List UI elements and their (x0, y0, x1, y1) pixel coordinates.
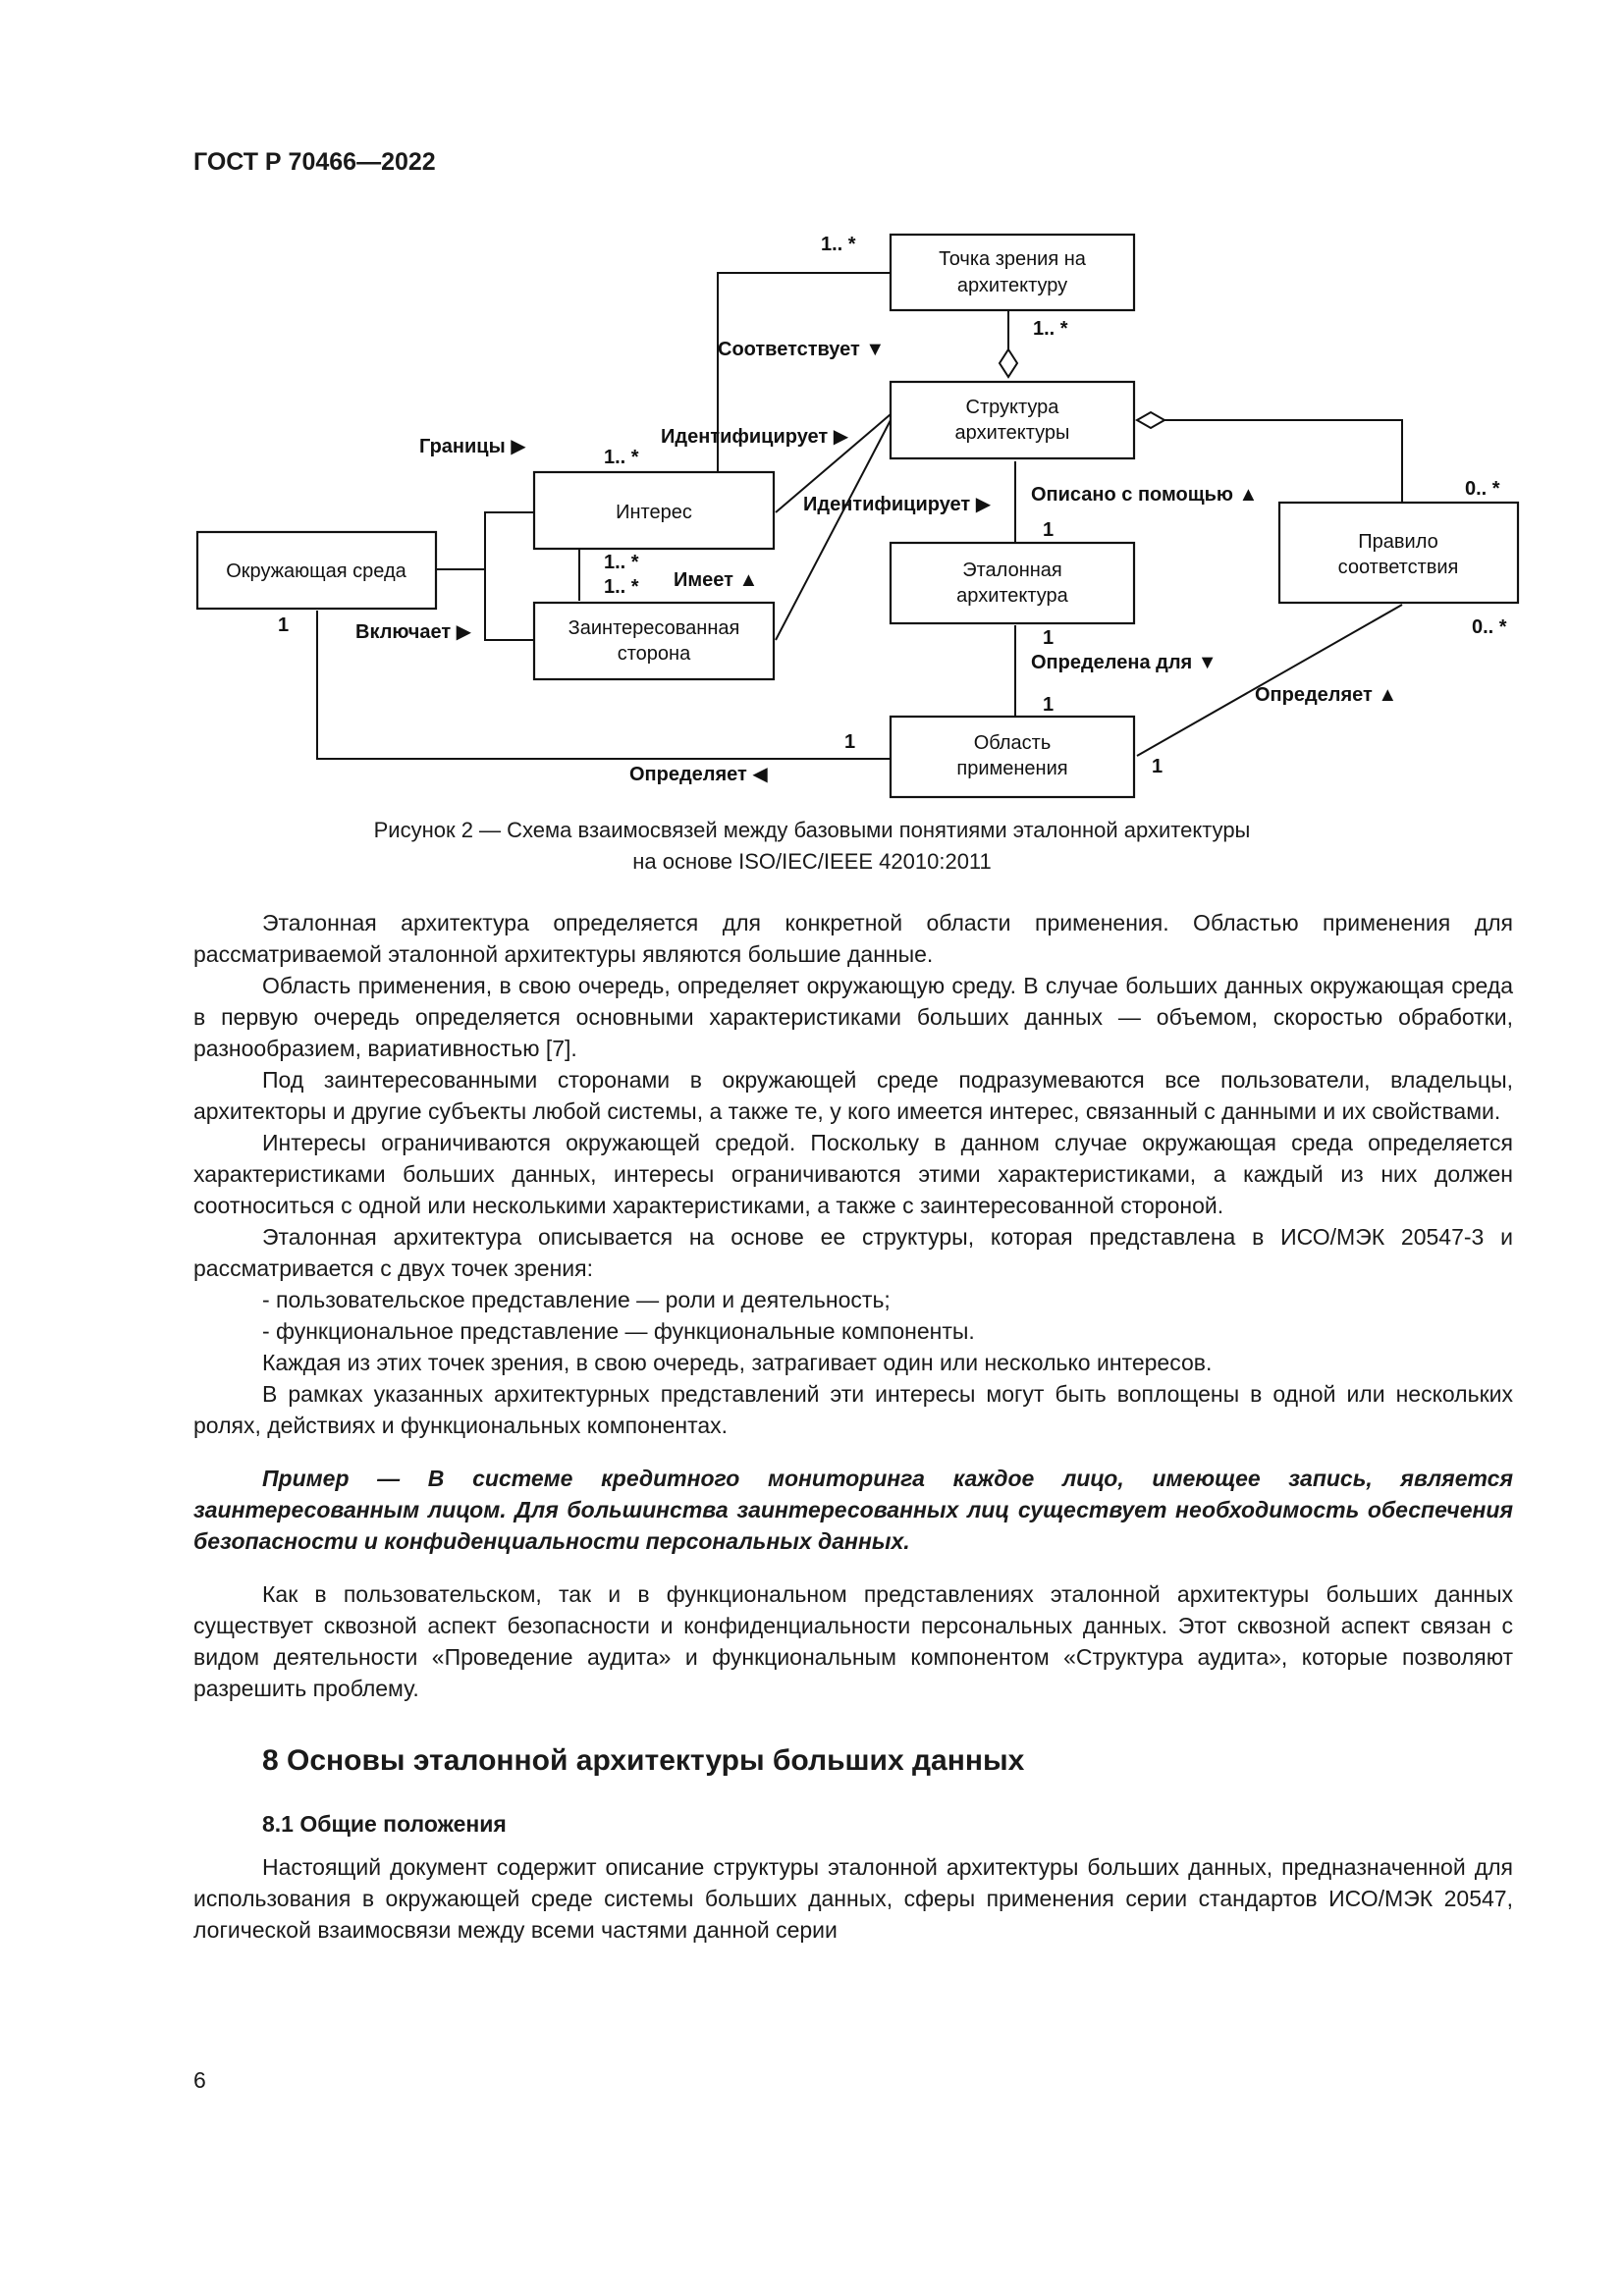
box-scope-line-2: применения (956, 758, 1067, 779)
box-stakeholder: Заинтересованная сторона (532, 601, 776, 681)
mult-viewpoint-left: 1.. * (821, 234, 856, 255)
box-viewpoint-line-2: архитектуру (957, 275, 1067, 296)
paragraph: Эталонная архитектура описывается на осн… (193, 1224, 1513, 1281)
mult-scope-left: 1 (844, 731, 855, 753)
mult-concern-bottom: 1.. * (604, 552, 639, 573)
box-structure-line-2: архитектуры (955, 422, 1070, 444)
box-compliance-rule: Правило соответствия (1277, 501, 1520, 605)
paragraph: Каждая из этих точек зрения, в свою очер… (262, 1350, 1213, 1375)
box-structure: Структура архитектуры (889, 380, 1136, 460)
section-heading: 8 Основы эталонной архитектуры больших д… (262, 1744, 1025, 1777)
example-note: Пример — В системе кредитного мониторинг… (193, 1466, 1513, 1554)
figure-caption-line-1: Рисунок 2 — Схема взаимосвязей между баз… (373, 818, 1251, 842)
mult-concern-top: 1.. * (604, 447, 639, 468)
figure-caption: Рисунок 2 — Схема взаимосвязей между баз… (275, 815, 1349, 878)
box-viewpoint: Точка зрения на архитектуру (889, 233, 1136, 312)
paragraph: Под заинтересованными сторонами в окружа… (193, 1067, 1513, 1124)
label-identifies-2: Идентифицирует ▶ (803, 494, 992, 515)
box-reference-line-2: архитектура (956, 585, 1069, 607)
paragraph: В рамках указанных архитектурных предста… (193, 1381, 1513, 1438)
aggregation-diamond-icon (998, 347, 1019, 379)
paragraph: Эталонная архитектура определяется для к… (193, 910, 1513, 967)
figure-caption-line-2: на основе ISO/IEC/IEEE 42010:2011 (632, 849, 992, 874)
box-environment-line-1: Окружающая среда (226, 561, 406, 582)
box-rule-line-1: Правило (1358, 531, 1437, 553)
mult-rule-bottom: 0.. * (1472, 616, 1507, 638)
box-rule-line-2: соответствия (1338, 557, 1459, 578)
box-scope: Область применения (889, 715, 1136, 799)
paragraph: Область применения, в свою очередь, опре… (193, 973, 1513, 1061)
box-environment: Окружающая среда (195, 530, 438, 611)
paragraph: Как в пользовательском, так и в функцион… (193, 1581, 1513, 1701)
label-described: Описано с помощью ▲ (1031, 484, 1258, 506)
mult-structure-bottom: 1 (1043, 519, 1054, 541)
paragraph: Интересы ограничиваются окружающей средо… (193, 1130, 1513, 1218)
label-corresponds: Соответствует ▼ (718, 339, 885, 360)
label-defined-for: Определена для ▼ (1031, 652, 1218, 673)
box-stakeholder-line-2: сторона (618, 643, 691, 665)
box-structure-line-1: Структура (966, 397, 1060, 418)
relationship-diagram: Точка зрения на архитектуру Структура ар… (195, 233, 1520, 799)
mult-stakeholder-top: 1.. * (604, 576, 639, 598)
label-defines-right: Определяет ▲ (1255, 684, 1397, 706)
body-text: Эталонная архитектура определяется для к… (193, 907, 1513, 1946)
box-reference-architecture: Эталонная архитектура (889, 541, 1136, 625)
label-identifies-1: Идентифицирует ▶ (661, 426, 849, 448)
label-has: Имеет ▲ (674, 569, 758, 591)
list-item: - функциональное представление — функцио… (262, 1318, 975, 1344)
mult-scope-top: 1 (1043, 694, 1054, 716)
page-number: 6 (193, 2067, 206, 2093)
subsection-heading: 8.1 Общие положения (262, 1811, 507, 1837)
box-concern-line-1: Интерес (616, 502, 692, 523)
label-boundaries: Границы ▶ (419, 436, 526, 457)
label-includes: Включает ▶ (355, 621, 472, 643)
box-scope-line-1: Область (974, 732, 1052, 754)
box-concern: Интерес (532, 470, 776, 551)
document-header: ГОСТ Р 70466—2022 (193, 148, 436, 176)
paragraph: Настоящий документ содержит описание стр… (193, 1854, 1513, 1943)
mult-environment: 1 (278, 614, 289, 636)
mult-rule-top: 0.. * (1465, 478, 1500, 500)
list-item: - пользовательское представление — роли … (262, 1287, 891, 1312)
mult-reference-bottom: 1 (1043, 627, 1054, 649)
box-stakeholder-line-1: Заинтересованная (568, 617, 740, 639)
box-reference-line-1: Эталонная (962, 560, 1062, 581)
aggregation-diamond-icon (1134, 410, 1167, 430)
mult-scope-right: 1 (1152, 756, 1163, 777)
label-defines-bottom: Определяет ◀ (629, 764, 768, 785)
box-viewpoint-line-1: Точка зрения на (939, 248, 1087, 270)
mult-viewpoint-bottom: 1.. * (1033, 318, 1068, 340)
